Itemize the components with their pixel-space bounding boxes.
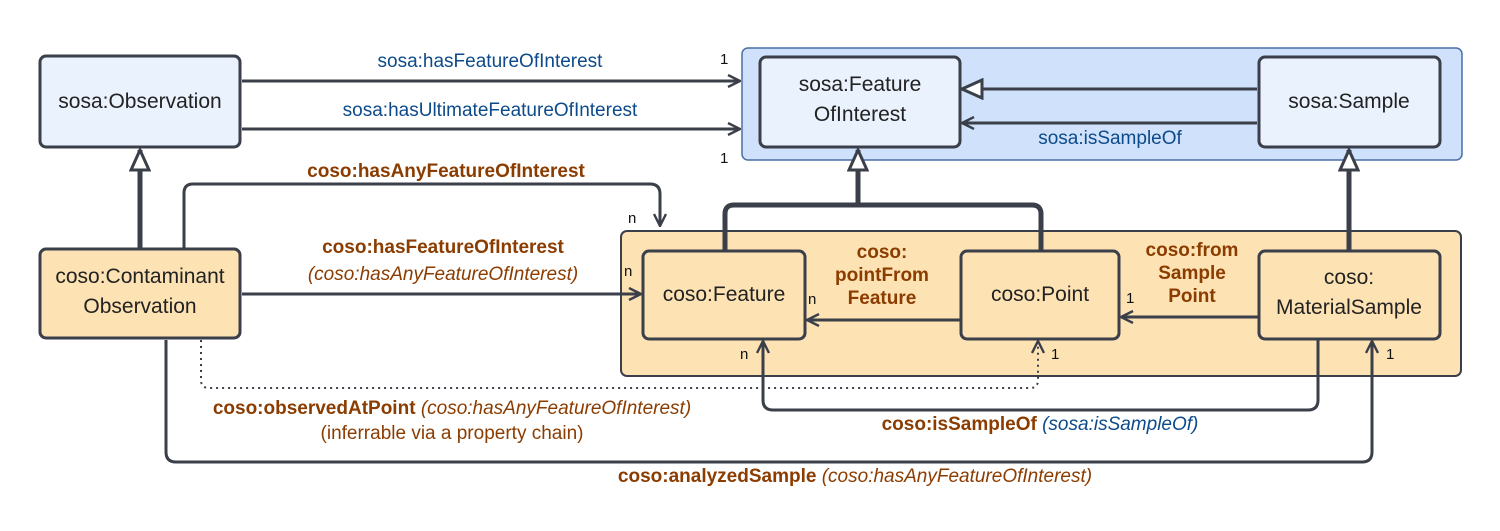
mult-coso-is-sample-of: n — [740, 346, 748, 363]
edge-has-any-foi — [182, 182, 660, 248]
label-sosa-observation: sosa:Observation — [58, 90, 221, 113]
rel-analyzed-sample-sub: (coso:hasAnyFeatureOfInterest) — [822, 466, 1092, 487]
rel-analyzed-sample-text: coso:analyzedSample (coso:hasAnyFeatureO… — [618, 466, 1092, 487]
rel-coso-has-foi-label: coso:hasFeatureOfInterest — [322, 237, 564, 258]
edge-observed-at-point — [200, 340, 1038, 389]
edge-analyzed-sample — [164, 340, 1372, 464]
rel-has-foi-label: sosa:hasFeatureOfInterest — [378, 51, 604, 72]
rel-observed-at-point-label: coso:observedAtPoint — [213, 398, 416, 419]
mult-has-ultimate-foi: 1 — [720, 150, 728, 167]
rel-observed-at-point-text: coso:observedAtPoint (coso:hasAnyFeature… — [213, 398, 691, 419]
label-material-line2: MaterialSample — [1276, 296, 1422, 319]
class-coso-contaminant-observation — [38, 247, 242, 340]
mult-has-foi: 1 — [720, 51, 728, 68]
mult-analyzed-sample: 1 — [1386, 346, 1394, 363]
rel-point-from-feature-line1: coso: — [857, 242, 908, 263]
mult-point-from-feature-target: n — [808, 291, 816, 308]
rel-sosa-is-sample-of-label: sosa:isSampleOf — [1038, 128, 1182, 149]
mult-observed-at-point: 1 — [1051, 346, 1059, 363]
label-coso-point: coso:Point — [991, 283, 1089, 306]
label-contaminant-line2: Observation — [83, 295, 196, 318]
label-coso-feature: coso:Feature — [663, 283, 786, 306]
label-sosa-sample: sosa:Sample — [1288, 90, 1409, 113]
class-coso-material-sample — [1257, 249, 1442, 341]
rel-from-sample-point-line3: Point — [1168, 286, 1216, 307]
class-sosa-feature-of-interest — [758, 55, 962, 149]
edge-feature-subclass-foi — [722, 202, 1044, 251]
class-sosa-observation — [38, 54, 242, 149]
mult-coso-has-foi: n — [624, 263, 632, 280]
rel-point-from-feature-line2: pointFrom — [835, 265, 929, 286]
rel-from-sample-point-line2: Sample — [1158, 263, 1226, 284]
rel-point-from-feature-line3: Feature — [848, 288, 917, 309]
rel-from-sample-point-line1: coso:from — [1146, 240, 1239, 261]
rel-has-any-foi-label: coso:hasAnyFeatureOfInterest — [307, 161, 585, 182]
rel-coso-is-sample-of-label: coso:isSampleOf — [882, 414, 1038, 435]
rel-observed-at-point-note: (inferrable via a property chain) — [321, 423, 584, 444]
rel-coso-has-foi-sub: (coso:hasAnyFeatureOfInterest) — [308, 264, 578, 285]
rel-coso-is-sample-of-sub: (sosa:isSampleOf) — [1042, 414, 1198, 435]
edge-coso-is-sample-of — [763, 340, 1320, 412]
mult-has-any-foi: n — [628, 210, 636, 227]
rel-coso-is-sample-of-text: coso:isSampleOf (sosa:isSampleOf) — [882, 414, 1199, 435]
mult-point-from-feature-source: 1 — [1126, 290, 1134, 307]
label-sosa-foi-line1: sosa:Feature — [799, 73, 922, 96]
label-material-line1: coso: — [1324, 266, 1374, 289]
label-contaminant-line1: coso:Contaminant — [55, 265, 224, 288]
class-coso-feature — [641, 249, 807, 341]
rel-analyzed-sample-label: coso:analyzedSample — [618, 466, 817, 487]
rel-observed-at-point-sub: (coso:hasAnyFeatureOfInterest) — [421, 398, 691, 419]
label-sosa-foi-line2: OfInterest — [814, 103, 906, 126]
rel-has-ultimate-foi-label: sosa:hasUltimateFeatureOfInterest — [343, 100, 638, 121]
class-sosa-sample — [1257, 55, 1442, 149]
class-coso-point — [959, 249, 1121, 341]
